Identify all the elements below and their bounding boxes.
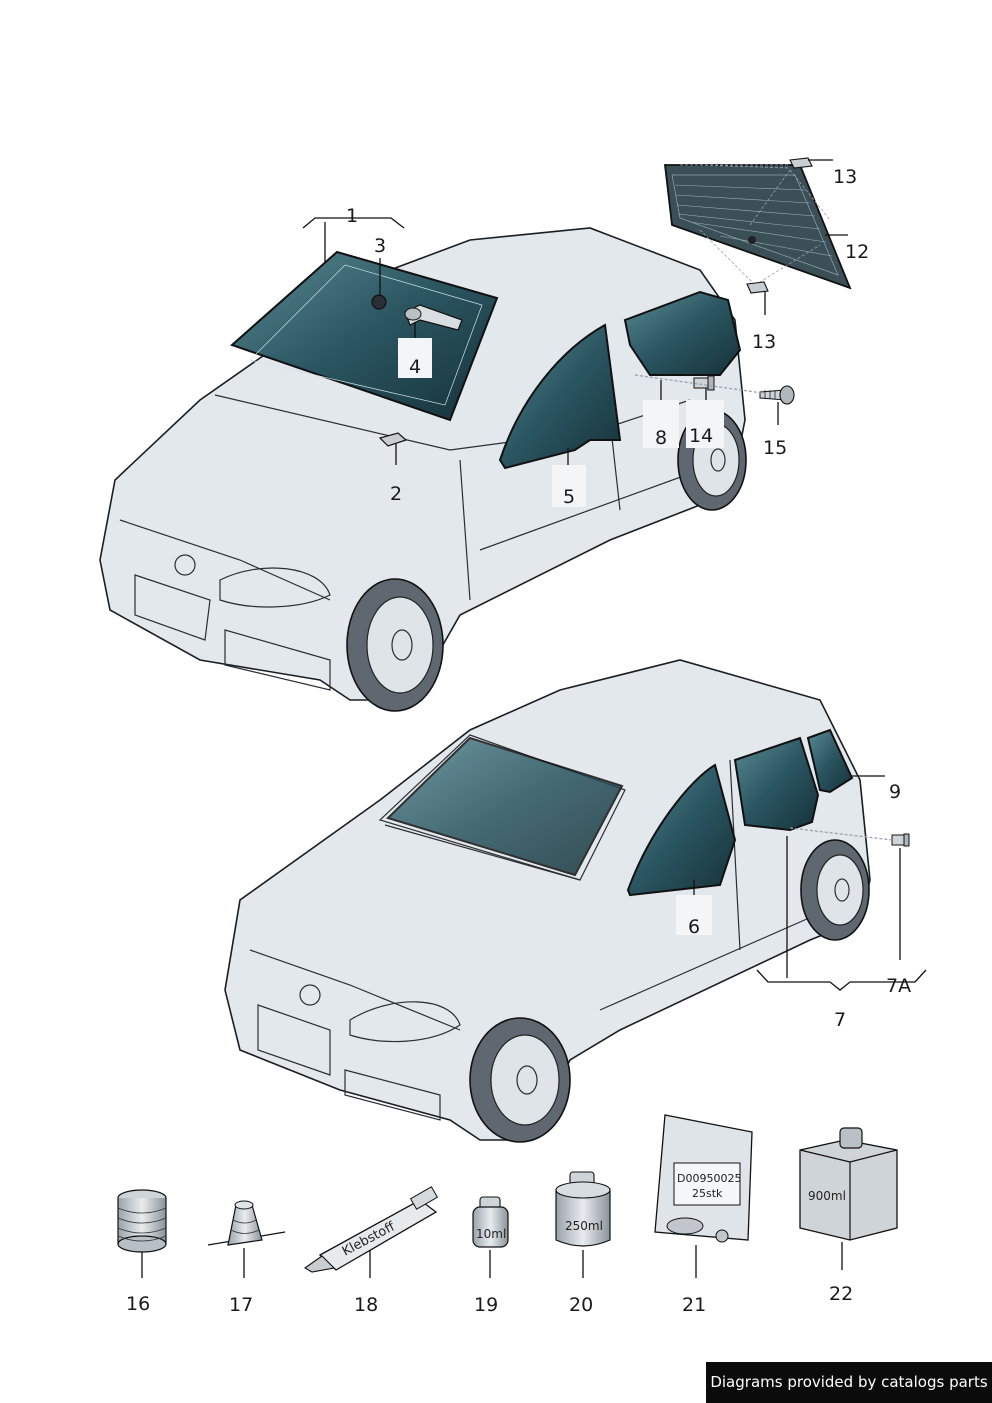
mirror-mounting-base [378, 432, 408, 447]
label-backgrounds [398, 338, 724, 935]
callout-labels: 1 3 4 2 5 8 14 15 13 12 13 9 6 7A 7 16 1… [126, 166, 911, 1316]
bolt-14 [693, 375, 715, 391]
front-door-window-5door [626, 763, 737, 897]
bag-label-line2: 25stk [692, 1187, 723, 1200]
rear-quarter-fixed-window [806, 728, 854, 794]
part-21-clip-bag: D00950025 25stk [654, 1114, 753, 1243]
part-16-seal-roll [117, 1189, 167, 1253]
container-label: 900ml [808, 1189, 846, 1203]
part-18-adhesive-tube: Klebstoff [303, 1186, 439, 1273]
callout-8: 8 [655, 427, 667, 449]
callout-22: 22 [829, 1283, 853, 1305]
callout-14: 14 [689, 425, 713, 447]
rear-door-window [733, 736, 820, 832]
credit-banner: Diagrams provided by catalogs parts [706, 1362, 992, 1403]
callout-16: 16 [126, 1293, 150, 1315]
callout-17: 17 [229, 1294, 253, 1316]
bottle-label: 10ml [476, 1227, 506, 1241]
sensor-round [371, 294, 387, 310]
callout-7a: 7A [886, 975, 911, 997]
callout-7: 7 [834, 1009, 846, 1031]
part-17-seal-cone [207, 1200, 286, 1246]
part-22-large-container: 900ml [799, 1127, 898, 1241]
front-wheel-top [346, 578, 444, 712]
callout-2: 2 [390, 483, 402, 505]
rear-window-clip-lower [746, 281, 769, 294]
car-bottom [224, 659, 871, 1143]
callout-19: 19 [474, 1294, 498, 1316]
can-label: 250ml [565, 1219, 603, 1233]
callout-6: 6 [688, 916, 700, 938]
rear-window-clip-upper [789, 157, 813, 169]
car-top [99, 227, 747, 712]
callout-18: 18 [354, 1294, 378, 1316]
callout-13-upper: 13 [833, 166, 857, 188]
rear-wheel-bottom [800, 839, 870, 941]
callout-20: 20 [569, 1294, 593, 1316]
part-20-can: 250ml [555, 1171, 611, 1247]
callout-1: 1 [346, 205, 358, 227]
callout-12: 12 [845, 241, 869, 263]
bag-label-line1: D00950025 [677, 1172, 741, 1185]
part-19-small-bottle: 10ml [472, 1196, 509, 1248]
rain-sensor-bracket [404, 304, 463, 331]
callout-15: 15 [763, 437, 787, 459]
front-door-window [498, 323, 622, 470]
front-wheel-bottom [469, 1017, 571, 1143]
callout-13-lower: 13 [752, 331, 776, 353]
bolt-15 [759, 385, 795, 405]
leader-lines [141, 159, 927, 1278]
callout-5: 5 [563, 486, 575, 508]
bolt-7a [891, 833, 910, 847]
callout-9: 9 [889, 781, 901, 803]
rear-quarter-window [623, 290, 742, 376]
rear-window-panel [663, 164, 852, 290]
callout-4: 4 [409, 356, 421, 378]
windshield-bottom-car [386, 736, 624, 877]
callout-21: 21 [682, 1294, 706, 1316]
callout-3: 3 [374, 235, 386, 257]
